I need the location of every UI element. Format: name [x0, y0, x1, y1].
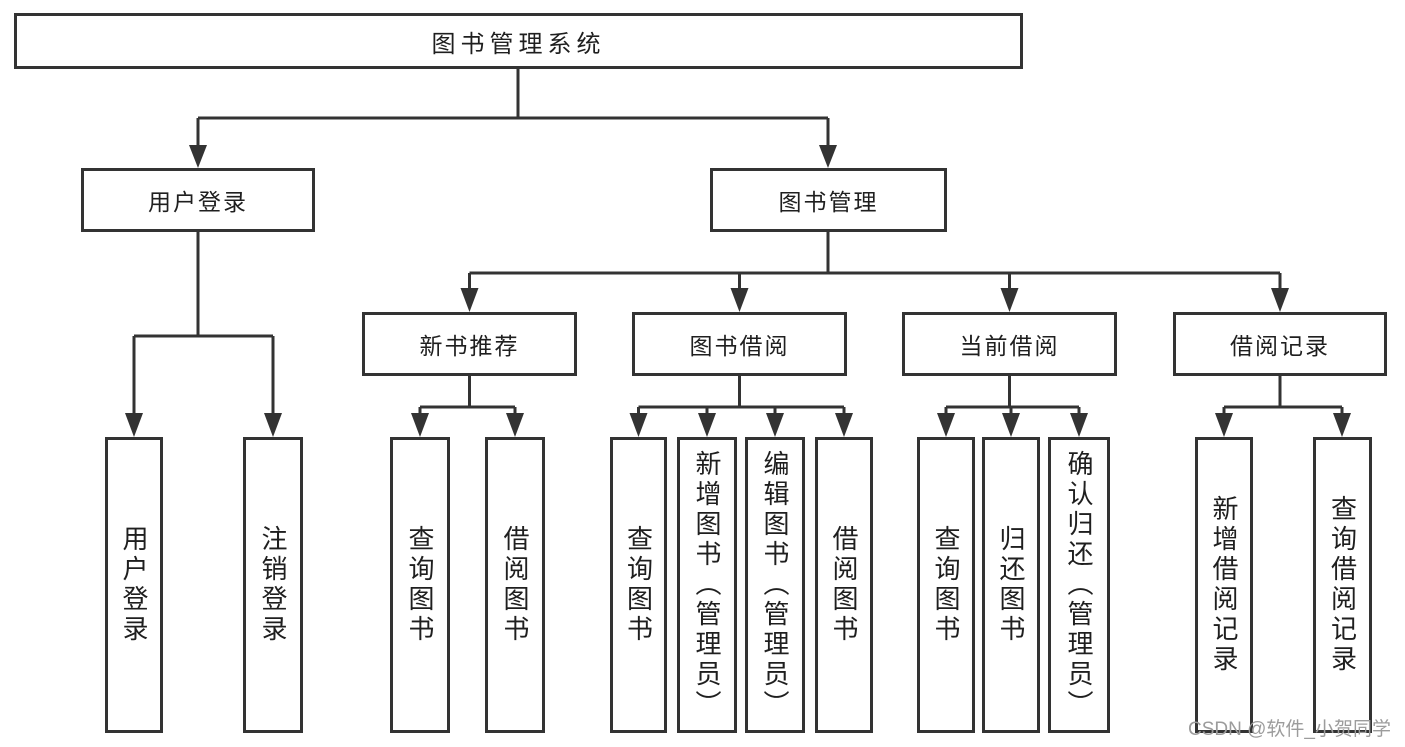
connector-borrowing-records-to-leaves: [1215, 376, 1351, 437]
node-label: 图书借阅: [689, 333, 790, 359]
node-label: 查询图书: [931, 525, 961, 645]
node-label: 用户登录: [119, 525, 149, 645]
node-borrowing-records: 借阅记录: [1173, 312, 1387, 376]
node-label: 借阅记录: [1230, 333, 1330, 359]
node-leaf-query-borrow-record: 查询借阅记录: [1313, 437, 1372, 733]
node-label: 新增借阅记录: [1209, 495, 1239, 675]
connector-book-borrowing-to-leaves: [629, 376, 853, 437]
node-book-management: 图书管理: [710, 168, 947, 232]
connector-book-mgmt-to-level3: [460, 232, 1289, 312]
node-label: 归还图书: [996, 525, 1026, 645]
node-label: 借阅图书: [500, 525, 530, 645]
node-book-borrowing: 图书借阅: [632, 312, 847, 376]
node-label: 新书推荐: [419, 333, 520, 359]
node-label: 确认归还（管理员）: [1064, 450, 1094, 720]
connector-user-login-to-leaves: [125, 232, 282, 437]
node-label: 查询图书: [405, 525, 435, 645]
connector-new-book-recommend-to-leaves: [411, 376, 524, 437]
node-label: 图书管理系统: [431, 30, 606, 58]
node-leaf-user-login: 用户登录: [105, 437, 163, 733]
node-label: 新增图书（管理员）: [692, 450, 722, 720]
node-label: 用户登录: [148, 189, 248, 215]
node-book-management-system: 图书管理系统: [14, 13, 1023, 69]
node-leaf-query-books-1: 查询图书: [390, 437, 450, 733]
node-label: 借阅图书: [829, 525, 859, 645]
node-label: 注销登录: [258, 525, 288, 645]
node-leaf-logout: 注销登录: [243, 437, 303, 733]
node-label: 查询借阅记录: [1327, 495, 1358, 675]
node-leaf-borrow-books-2: 借阅图书: [815, 437, 873, 733]
connector-current-borrowing-to-leaves: [937, 376, 1088, 437]
csdn-watermark: CSDN @软件_小贺同学: [1188, 719, 1391, 740]
node-label: 图书管理: [778, 189, 879, 215]
node-current-borrowing: 当前借阅: [902, 312, 1117, 376]
node-leaf-return-books: 归还图书: [982, 437, 1040, 733]
node-leaf-add-books-admin: 新增图书（管理员）: [677, 437, 737, 733]
node-label: 查询图书: [623, 525, 654, 645]
node-user-login: 用户登录: [81, 168, 315, 232]
node-new-book-recommend: 新书推荐: [362, 312, 577, 376]
node-leaf-query-books-3: 查询图书: [917, 437, 975, 733]
node-label: 当前借阅: [959, 333, 1060, 359]
node-leaf-confirm-return-admin: 确认归还（管理员）: [1048, 437, 1110, 733]
node-leaf-query-books-2: 查询图书: [610, 437, 667, 733]
node-label: 编辑图书（管理员）: [760, 450, 790, 720]
node-leaf-borrow-books-1: 借阅图书: [485, 437, 545, 733]
connector-root-to-level2: [189, 69, 837, 168]
node-leaf-add-borrow-record: 新增借阅记录: [1195, 437, 1253, 733]
node-leaf-edit-books-admin: 编辑图书（管理员）: [745, 437, 805, 733]
